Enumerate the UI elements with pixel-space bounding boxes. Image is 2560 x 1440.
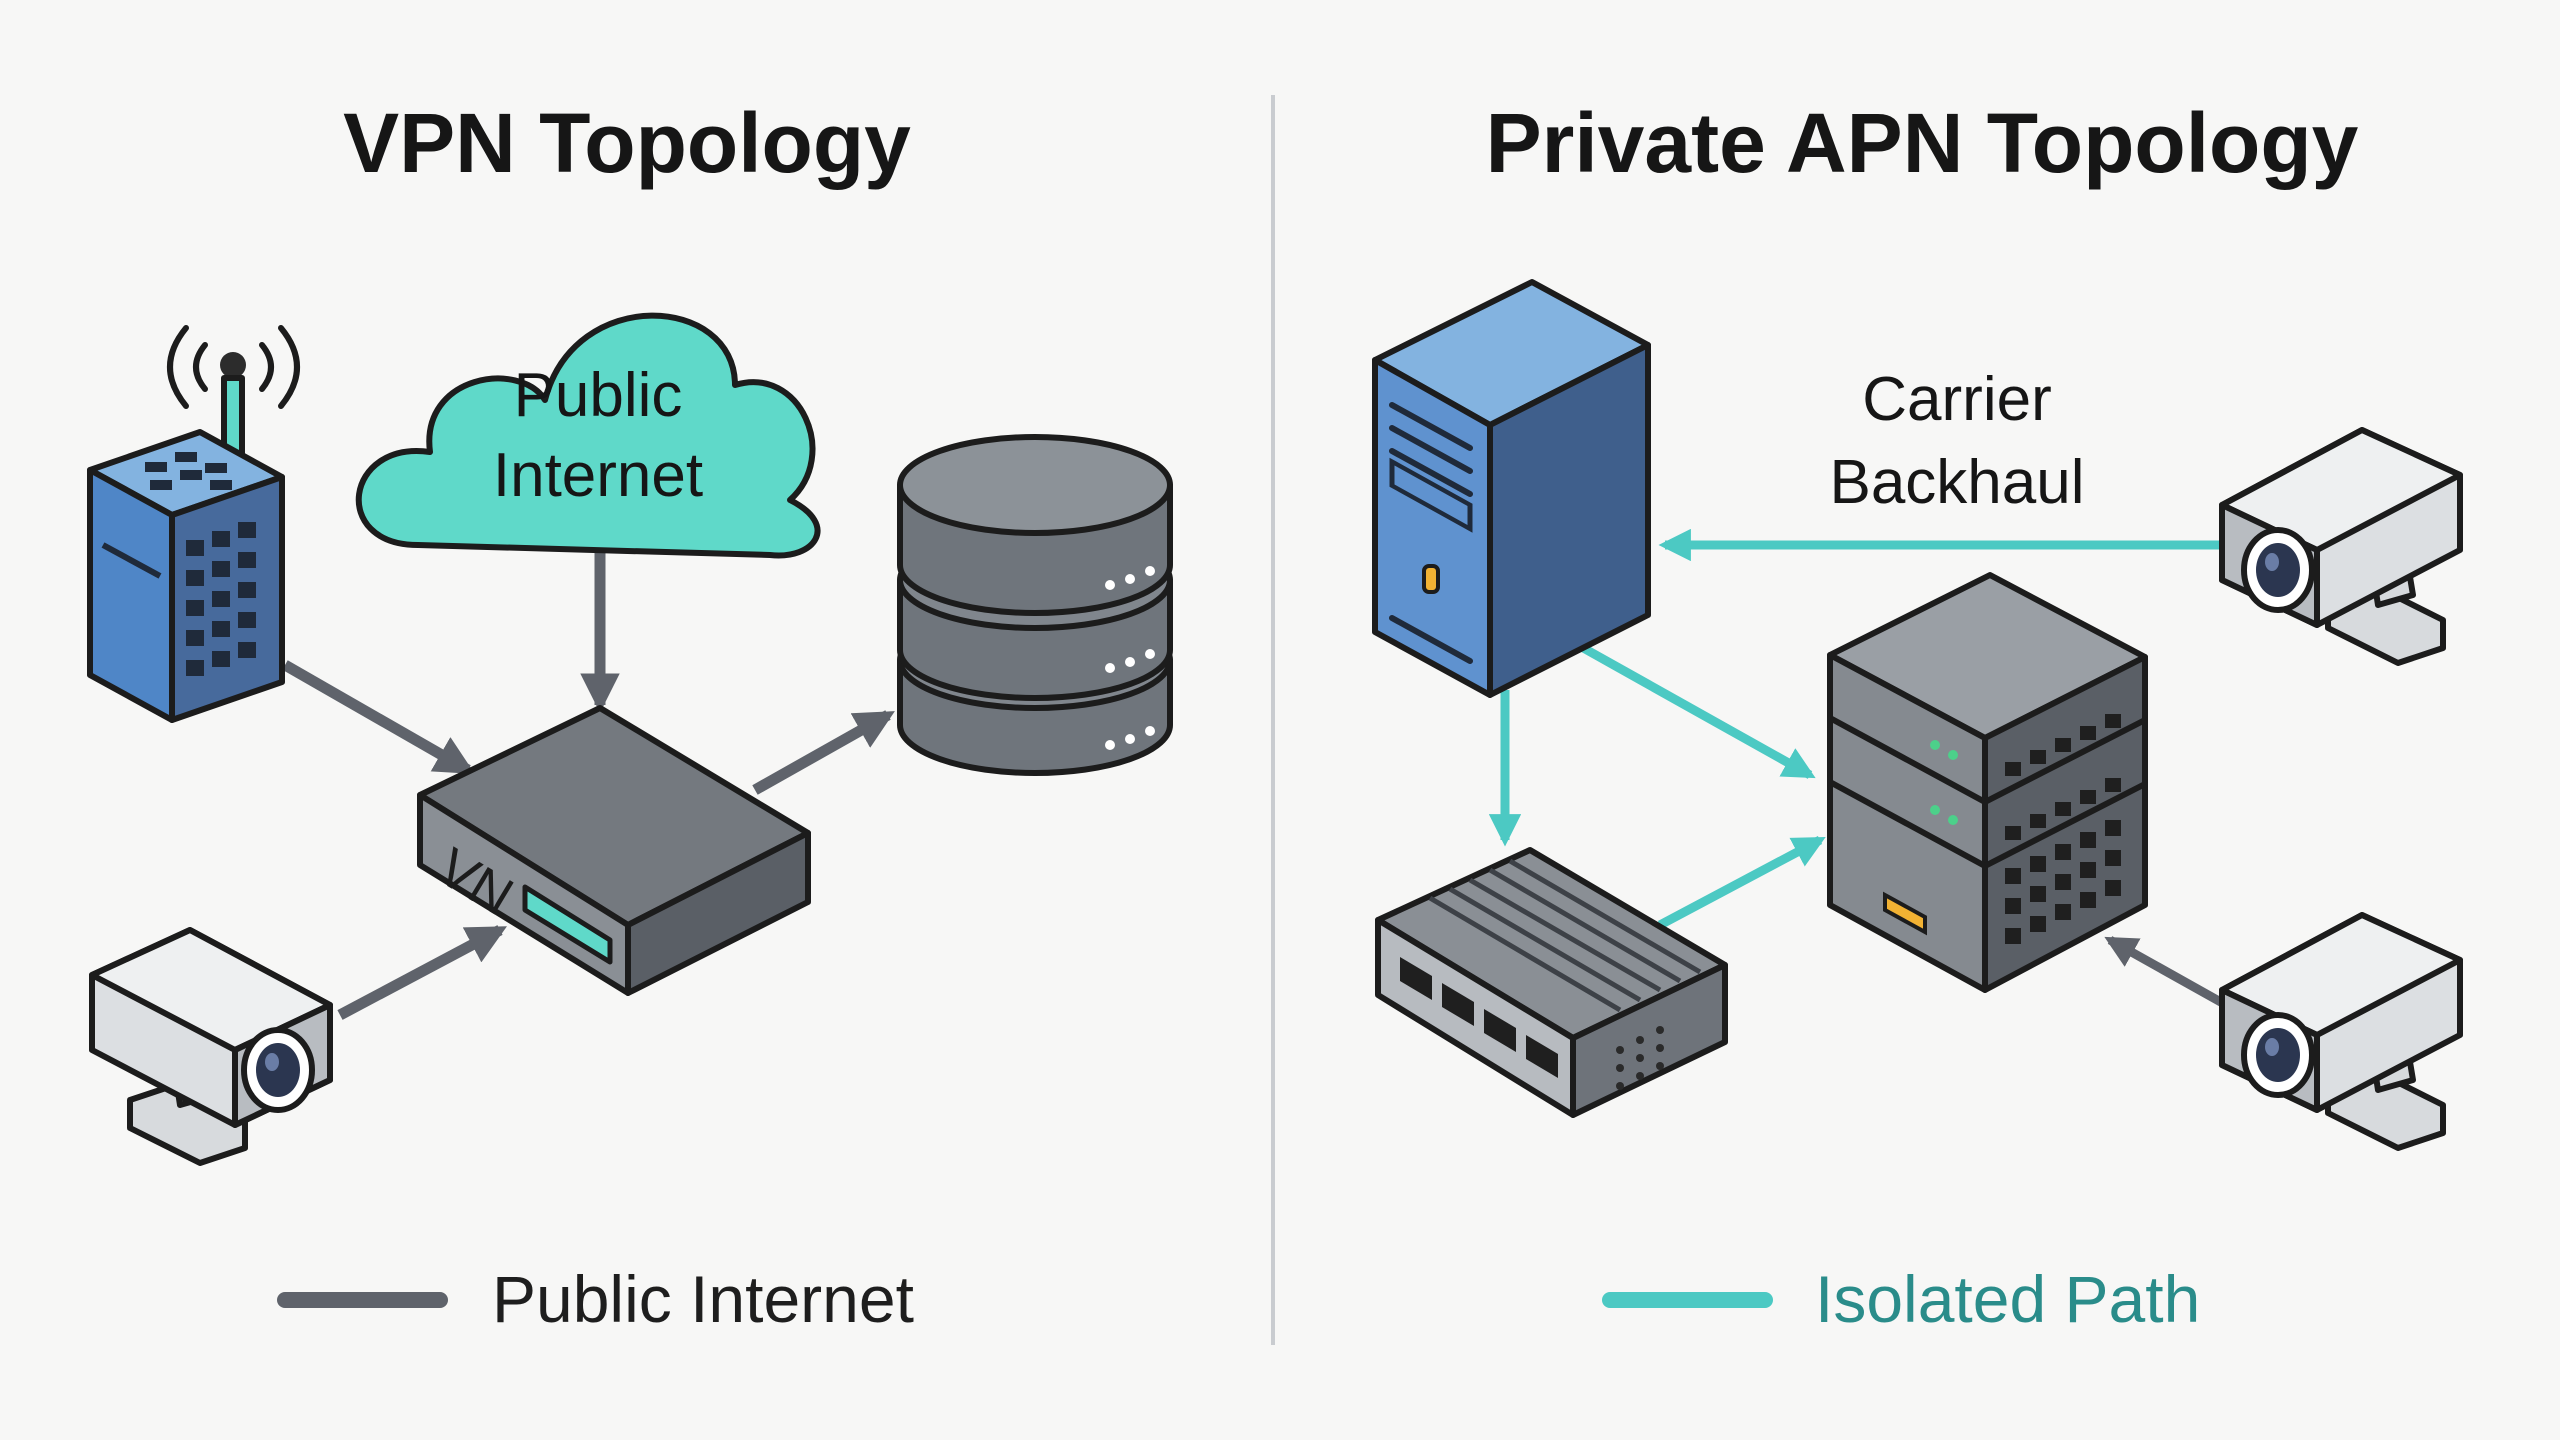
carrier-backhaul-label-line1: Carrier [1862,365,2051,434]
vpn-to-database-arrow [752,710,895,795]
database-icon [897,434,1173,776]
isolated-path-legend: Isolated Path [1602,1262,2200,1336]
cloud-label-line1: Public [514,361,683,430]
cloud-icon: Public Internet [355,312,821,559]
vpn-topology-title: VPN Topology [343,96,911,190]
cloud-label-line2: Internet [493,441,703,510]
security-camera-icon [89,927,333,1166]
private-apn-topology-panel: Private APN Topology Carrier Backhaul [1372,96,2463,1336]
cell-tower-icon [87,325,300,723]
server-to-stack-arrow [1575,641,1816,779]
isolated-connections [1488,528,2238,1014]
public-internet-legend: Public Internet [277,1262,914,1336]
camera-to-vpn-arrow [337,925,507,1020]
legend-public-internet-label: Public Internet [492,1262,914,1336]
carrier-backhaul-label-line2: Backhaul [1829,448,2084,517]
security-camera-icon [2219,427,2463,666]
server-stack-icon [1827,572,2148,993]
security-camera-icon [2219,912,2463,1151]
switch-to-stack-arrow [1657,836,1826,929]
network-switch-icon [1375,847,1728,1118]
public-connections [282,550,895,1020]
tower-to-vpn-arrow [282,660,475,775]
server-tower-icon [1372,279,1651,698]
vpn-topology-panel: VPN Topology [87,96,1173,1336]
legend-isolated-path-label: Isolated Path [1815,1262,2200,1336]
vpn-gateway-icon: VN [417,705,811,996]
camera-to-stack-arrow [2104,936,2238,1014]
private-apn-topology-title: Private APN Topology [1486,96,2359,190]
